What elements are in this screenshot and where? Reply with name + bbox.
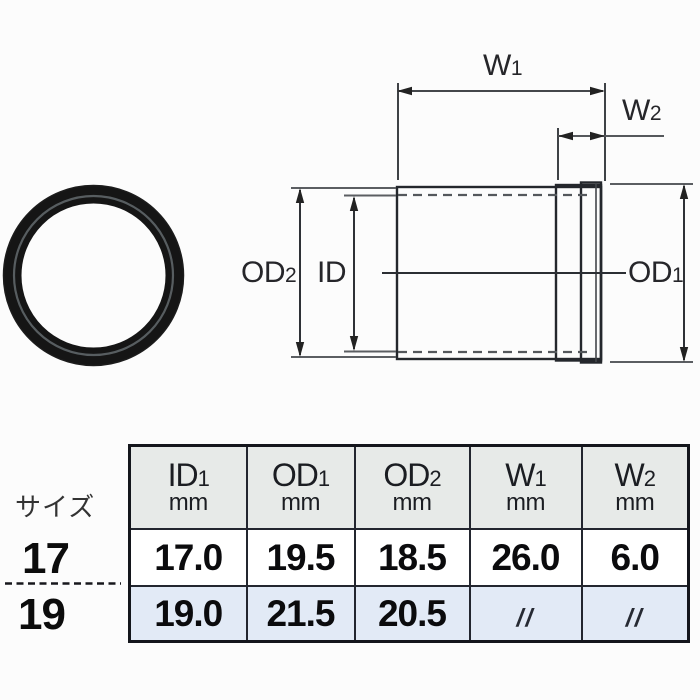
header-w2: W2 mm <box>580 444 690 530</box>
header-od1-text: OD <box>271 456 319 493</box>
header-w2-subscript: 2 <box>643 465 656 491</box>
o-ring-highlight <box>12 194 175 357</box>
od2-label-subscript: 2 <box>285 264 297 287</box>
size-option-19: 19 <box>18 590 66 639</box>
header-od2-text: OD <box>383 456 430 493</box>
header-w2-text: W <box>614 456 645 493</box>
header-w1-unit: mm <box>506 489 545 517</box>
ditto-mark: // <box>516 603 535 632</box>
o-ring-image <box>2 184 185 367</box>
cell-19-w2: // <box>580 585 690 643</box>
spec-table: ID1 mm OD1 mm OD2 mm W1 mm W2 mm 17.0 19… <box>128 444 690 643</box>
w1-label-text: W <box>483 49 511 82</box>
table-row-size-17: 17.0 19.5 18.5 26.0 6.0 <box>128 528 690 587</box>
o-ring-outer-edge <box>2 184 185 367</box>
header-w1: W1 mm <box>468 444 583 530</box>
header-od1-unit: mm <box>281 489 320 517</box>
table-row-size-19: 19.0 21.5 20.5 // // <box>128 585 690 643</box>
header-id1: ID1 mm <box>128 444 248 530</box>
o-ring-band <box>3 185 184 366</box>
od1-label-text: OD <box>628 256 673 289</box>
cell-17-w1: 26.0 <box>468 528 583 587</box>
id-label-text: ID <box>317 256 347 289</box>
part-outline <box>395 181 603 364</box>
cell-17-od1: 19.5 <box>245 528 356 587</box>
header-id1-subscript: 1 <box>197 465 210 491</box>
w2-dimension <box>557 128 664 180</box>
header-w1-text: W <box>505 456 535 493</box>
size-option-17: 17 <box>22 534 70 583</box>
w2-label-subscript: 2 <box>649 102 662 125</box>
w2-label-text: W <box>622 94 650 127</box>
w1-dimension-label: W1 <box>483 49 523 82</box>
od2-label-text: OD <box>241 256 286 289</box>
w1-label-subscript: 1 <box>510 57 523 80</box>
header-od2: OD2 mm <box>353 444 471 530</box>
header-w1-subscript: 1 <box>534 465 546 491</box>
id-dimension <box>344 194 396 353</box>
w1-dimension <box>397 83 606 181</box>
cell-17-id1: 17.0 <box>128 528 248 587</box>
cell-19-w1: // <box>468 585 583 643</box>
header-id1-unit: mm <box>168 489 208 517</box>
header-w2-unit: mm <box>615 489 655 517</box>
cell-19-id1: 19.0 <box>128 585 248 643</box>
header-od1-subscript: 1 <box>317 465 330 491</box>
cell-17-od2: 18.5 <box>353 528 471 587</box>
id-dimension-label: ID <box>317 256 347 289</box>
cell-19-od1: 21.5 <box>245 585 356 643</box>
spec-table-header-row: ID1 mm OD1 mm OD2 mm W1 mm W2 mm <box>128 444 690 530</box>
cell-17-w2: 6.0 <box>580 528 690 587</box>
header-od1: OD1 mm <box>245 444 356 530</box>
w2-dimension-label: W2 <box>622 94 662 127</box>
od2-dimension-label: OD2 <box>241 256 297 289</box>
header-od2-subscript: 2 <box>429 465 441 491</box>
ditto-mark: // <box>625 603 644 632</box>
header-id1-text: ID <box>167 456 199 493</box>
od1-label-subscript: 1 <box>672 264 684 287</box>
bore-hidden-lines <box>398 193 592 354</box>
cell-19-od2: 20.5 <box>353 585 471 643</box>
od1-dimension-label: OD1 <box>628 256 684 289</box>
size-caption: サイズ <box>15 492 96 522</box>
header-od2-unit: mm <box>392 489 432 517</box>
